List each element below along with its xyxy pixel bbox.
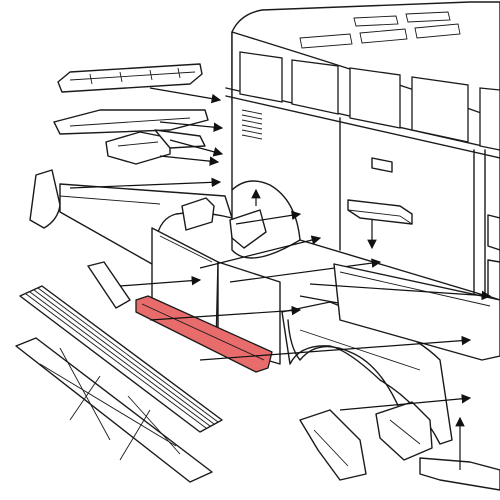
- window-5: [479, 87, 500, 151]
- van-body: [225, 1, 500, 301]
- ribbed-floor-pan: [19, 285, 223, 433]
- window-3: [349, 67, 401, 129]
- engine-vents: [241, 109, 263, 140]
- floor-plate-part: [53, 109, 209, 135]
- bracket-part: [105, 129, 206, 165]
- floor-frame-x-braced: [15, 337, 213, 483]
- rocker-panel-highlighted: [135, 295, 273, 373]
- upper-rail-part: [57, 63, 203, 93]
- window-2: [291, 59, 339, 115]
- window-4: [411, 76, 469, 143]
- door-handle: [371, 157, 393, 173]
- small-brackets: [181, 197, 267, 249]
- window-1: [239, 51, 283, 103]
- bottom-brackets: [299, 401, 500, 491]
- sill-small-piece: [87, 261, 131, 309]
